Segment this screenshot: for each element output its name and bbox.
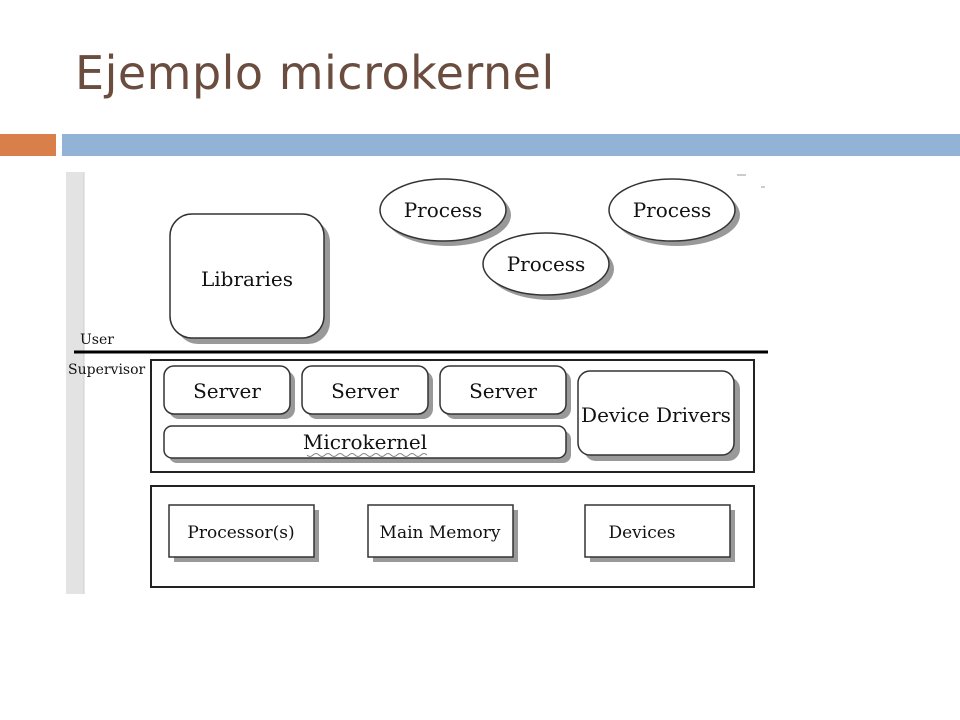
- process-ellipse-3: [482, 232, 610, 296]
- process-label-2: Process: [633, 198, 712, 222]
- server-label-2: Server: [331, 379, 399, 403]
- process-ellipse-2: [608, 178, 736, 242]
- hardware-frame: [150, 485, 755, 588]
- processors-box: [168, 504, 315, 558]
- supervisor-frame: [150, 359, 755, 473]
- microkernel-diagram: Libraries Process Process Process User S…: [66, 172, 770, 594]
- process-label-3: Process: [507, 252, 586, 276]
- server-box-3: [439, 365, 567, 415]
- accent-bar-orange: [0, 134, 56, 156]
- server-label-3: Server: [469, 379, 537, 403]
- libraries-box: [169, 213, 325, 339]
- supervisor-level-label: Supervisor: [68, 362, 146, 378]
- server-label-1: Server: [193, 379, 261, 403]
- processors-label: Processor(s): [187, 523, 294, 543]
- microkernel-label: Microkernel: [303, 430, 427, 454]
- devices-label: Devices: [608, 523, 675, 543]
- spellcheck-underline: [306, 453, 428, 457]
- libraries-label: Libraries: [201, 267, 293, 291]
- microkernel-box: [163, 425, 567, 459]
- main-memory-box: [367, 504, 514, 558]
- process-ellipse-1: [379, 178, 507, 242]
- diagram-left-strip: [66, 172, 84, 594]
- user-level-label: User: [80, 332, 114, 348]
- server-box-2: [301, 365, 429, 415]
- accent-bar-blue: [62, 134, 960, 156]
- slide-title: Ejemplo microkernel: [75, 46, 555, 100]
- device-drivers-box: [577, 370, 735, 456]
- devices-box: [584, 504, 731, 558]
- device-drivers-label: Device Drivers: [581, 403, 731, 427]
- process-label-1: Process: [404, 198, 483, 222]
- server-box-1: [163, 365, 291, 415]
- main-memory-label: Main Memory: [380, 523, 501, 543]
